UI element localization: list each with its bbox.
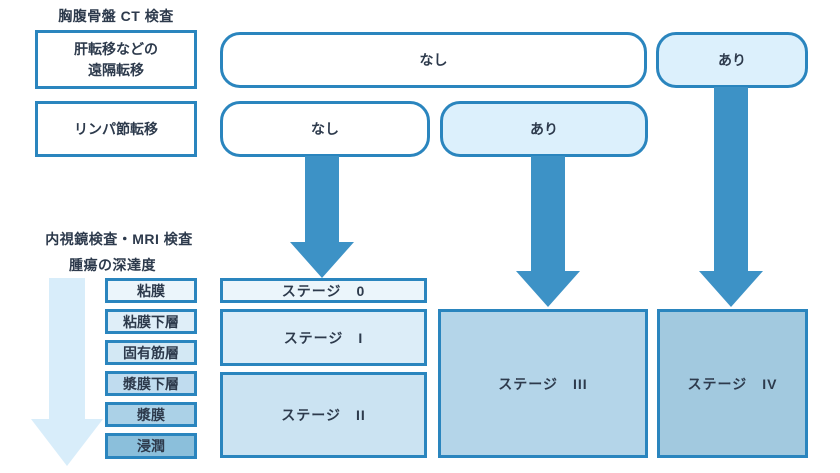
depth-progression-arrow-icon [31, 278, 103, 466]
distant-metastasis-label-box: 肝転移などの 遠隔転移 [35, 30, 197, 89]
distant-metastasis-label-line2: 遠隔転移 [88, 61, 144, 78]
depth-layer-invasion: 浸潤 [105, 433, 197, 459]
arrow-lymph-yes-to-stage3-icon [516, 156, 580, 307]
stage-3-box: ステージ III [438, 309, 648, 458]
arrow-distant-yes-to-stage4-icon [699, 87, 763, 307]
stage-4-box: ステージ IV [657, 309, 808, 458]
lymph-node-none-pill: なし [220, 101, 430, 157]
depth-layer-muscularis: 固有筋層 [105, 340, 197, 365]
stage-2-box: ステージ II [220, 372, 427, 458]
arrow-lymph-none-to-stage0-icon [290, 156, 354, 278]
distant-metastasis-label-line1: 肝転移などの [74, 41, 158, 58]
depth-layer-subserosa: 漿膜下層 [105, 371, 197, 396]
stage-1-box: ステージ I [220, 309, 427, 366]
distant-metastasis-none-pill: なし [220, 32, 647, 88]
lymph-node-yes-pill: あり [440, 101, 648, 157]
lymph-node-label: リンパ節転移 [74, 120, 158, 137]
lymph-node-label-box: リンパ節転移 [35, 101, 197, 157]
ct-section-title: 胸腹骨盤 CT 検査 [58, 8, 174, 24]
stage-0-box: ステージ 0 [220, 278, 427, 303]
distant-metastasis-yes-pill: あり [656, 32, 808, 88]
endoscopy-section-title: 内視鏡検査・MRI 検査 [45, 231, 193, 247]
tumor-depth-subtitle: 腫瘍の深達度 [69, 257, 156, 273]
depth-layer-submucosa: 粘膜下層 [105, 309, 197, 334]
depth-layer-serosa: 漿膜 [105, 402, 197, 427]
depth-layer-mucosa: 粘膜 [105, 278, 197, 303]
